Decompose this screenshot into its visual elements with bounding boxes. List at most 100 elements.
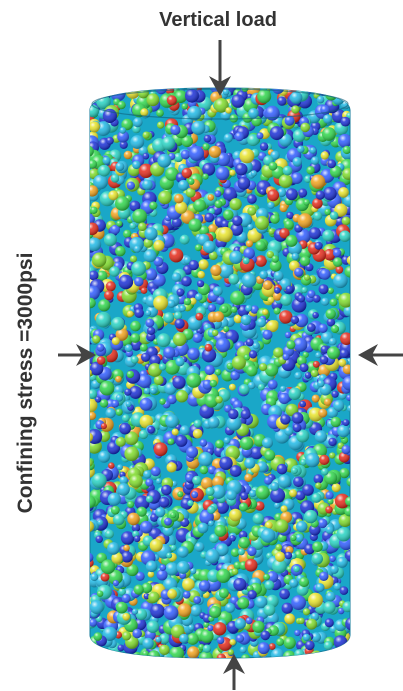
particle-shading [342, 419, 350, 426]
particle-shading [263, 604, 276, 616]
particle-shading [90, 600, 104, 615]
particle-shading [293, 337, 308, 352]
particle-shading [216, 653, 226, 658]
particle-shading [148, 591, 160, 603]
particle-shading [336, 556, 348, 568]
particle-shading [120, 654, 128, 658]
particle-shading [123, 544, 130, 552]
particle-shading [209, 606, 222, 618]
particle-shading [315, 190, 325, 200]
particle-shading [105, 407, 116, 419]
particle-shading [318, 284, 329, 295]
particle-shading [323, 398, 332, 406]
particle-shading [229, 383, 236, 391]
particle-shading [162, 525, 174, 537]
particle-shading [296, 520, 308, 533]
particle [99, 88, 108, 92]
particle-shading [90, 213, 95, 225]
particle-shading [274, 502, 281, 509]
particle-shading [233, 577, 247, 591]
particle-shading [213, 311, 224, 323]
particle-shading [212, 476, 225, 488]
particle-shading [129, 222, 137, 230]
particle-shading [241, 88, 249, 92]
particle-shading [247, 134, 260, 147]
particle-shading [333, 400, 345, 412]
particle-shading [116, 220, 123, 227]
particle-shading [90, 552, 94, 563]
particle-shading [100, 423, 107, 430]
particle-shading [318, 408, 328, 418]
particle-shading [145, 268, 158, 281]
particle-shading [108, 190, 119, 201]
particle-shading [159, 564, 167, 571]
particle-shading [319, 571, 329, 581]
particle-shading [228, 273, 240, 285]
particle-shading [292, 157, 303, 167]
particle-shading [129, 385, 143, 399]
particle-shading [305, 452, 320, 468]
particle-shading [264, 580, 275, 591]
particle-shading [115, 408, 123, 416]
particle-shading [230, 548, 240, 557]
particle-shading [158, 363, 167, 371]
particle-shading [224, 602, 236, 614]
particle-shading [172, 332, 187, 347]
particle-shading [225, 107, 232, 114]
particle-shading [325, 525, 334, 535]
particle-shading [100, 559, 116, 574]
particle-shading [90, 285, 100, 300]
particle-shading [119, 422, 131, 435]
particle-shading [198, 452, 213, 467]
particle-shading [90, 495, 96, 509]
particle-shading [267, 296, 275, 304]
particle-shading [142, 650, 149, 658]
particle-shading [327, 346, 340, 360]
particle-shading [139, 397, 153, 411]
particle-shading [142, 131, 150, 139]
confining-stress-label: Confining stress =3000psi [14, 253, 37, 514]
particle-shading [216, 543, 229, 556]
particle-shading [294, 313, 309, 328]
particle-shading [115, 246, 126, 257]
particle-shading [112, 513, 125, 526]
particle-shading [238, 536, 250, 549]
particle-shading [263, 573, 270, 581]
particle-shading [156, 333, 171, 348]
particle-shading [124, 431, 139, 446]
particle-shading [134, 277, 144, 287]
particle-shading [216, 568, 231, 583]
particle-shading [257, 642, 270, 655]
particle-shading [231, 94, 245, 108]
particle-shading [197, 280, 205, 288]
particle-shading [173, 311, 183, 320]
particle-shading [153, 256, 164, 267]
particle-shading [131, 261, 147, 276]
particle-shading [90, 361, 104, 376]
particle-shading [255, 255, 267, 267]
particle-shading [248, 108, 259, 119]
particle-shading [337, 424, 350, 438]
particle-shading [142, 179, 153, 190]
particle [341, 654, 350, 658]
particle-shading [259, 363, 268, 372]
particle-shading [325, 591, 336, 602]
particle-shading [150, 603, 165, 619]
particle-shading [177, 491, 184, 498]
particle-shading [90, 104, 100, 118]
particle-shading [155, 478, 162, 485]
particle-shading [187, 178, 195, 185]
particle-shading [147, 571, 155, 578]
particle-shading [170, 512, 177, 519]
particle-shading [215, 500, 229, 514]
particle-shading [122, 613, 130, 621]
particle [340, 89, 350, 99]
particle-shading [270, 214, 280, 224]
particle-shading [304, 372, 312, 379]
particle-shading [247, 546, 257, 557]
particle-shading [134, 495, 150, 511]
particle [110, 88, 119, 92]
particle-shading [189, 567, 197, 575]
particle-shading [259, 188, 266, 195]
particle-shading [327, 498, 334, 505]
